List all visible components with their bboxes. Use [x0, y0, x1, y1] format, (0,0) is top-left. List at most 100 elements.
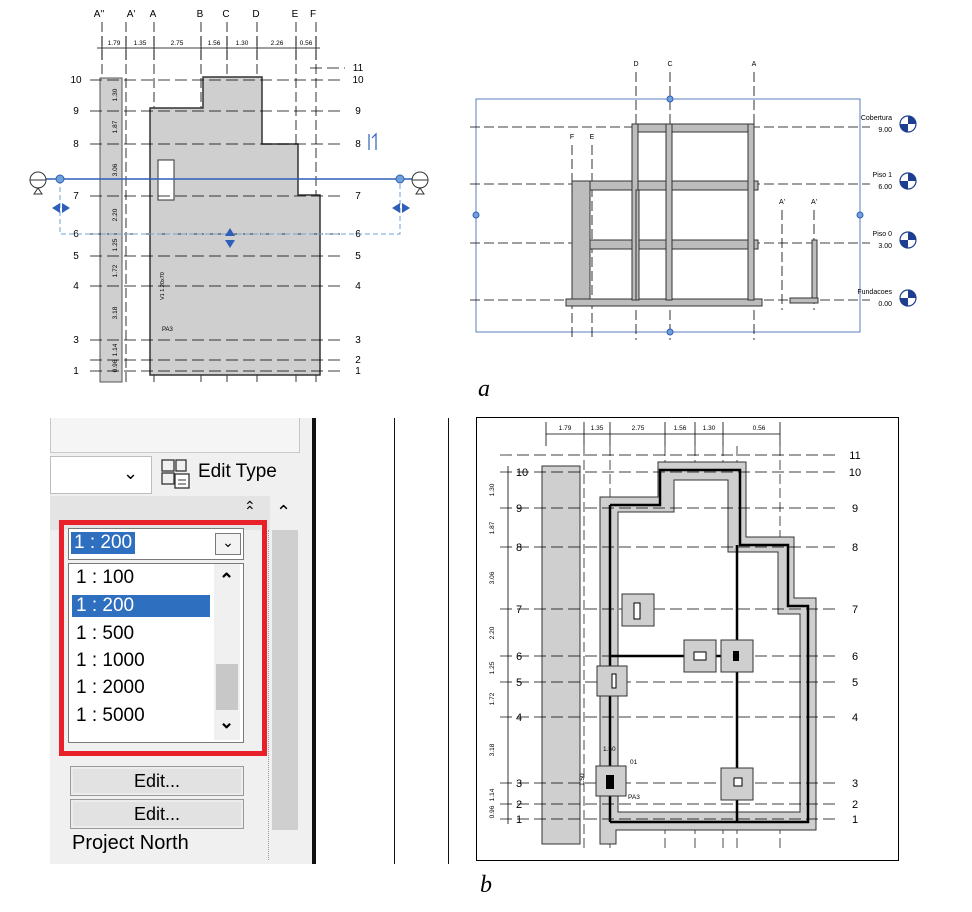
- dim-label: 2.20: [489, 626, 496, 639]
- grid-row-label: 10: [70, 75, 82, 86]
- edit-type-icon: [161, 459, 190, 489]
- grid-row-label: 10: [849, 467, 861, 479]
- level-name: Fundacoes: [857, 289, 892, 296]
- dim-label: 1.35: [591, 425, 604, 432]
- level-marker-icon: [899, 115, 917, 133]
- dim-label: 1.14: [112, 343, 119, 356]
- scroll-up-icon[interactable]: ⌃: [219, 570, 235, 590]
- grid-col-label: D: [252, 9, 259, 20]
- combo-dropdown-button[interactable]: ⌄: [215, 533, 241, 555]
- edit-type-button[interactable]: Edit Type: [158, 456, 308, 492]
- drag-arrow-icon[interactable]: [225, 228, 235, 248]
- grid-row-label: 8: [852, 542, 858, 554]
- grid-row-label: 6: [852, 651, 858, 663]
- list-scrollbar[interactable]: ⌃ ⌄: [214, 564, 240, 740]
- section-view-a: D C A F E A' A' Cobertura 9.00 Piso 1: [470, 61, 917, 340]
- dim-label: 1.35: [134, 40, 147, 47]
- level-marker-icon: [899, 231, 917, 249]
- scale-option[interactable]: 1 : 5000: [76, 705, 145, 726]
- grid-row-label: 6: [516, 651, 522, 663]
- grid-col-label: A: [752, 61, 757, 68]
- grid-row-label: 11: [849, 450, 860, 462]
- grid-row-label: 8: [73, 139, 79, 150]
- scale-option[interactable]: 1 : 100: [76, 567, 135, 588]
- scale-combo-value: 1 : 200: [71, 532, 136, 554]
- dim-label: 1.56: [674, 425, 687, 432]
- dim-label: 3.18: [112, 306, 119, 319]
- scale-combo[interactable]: 1 : 200 ⌄: [68, 528, 244, 560]
- grid-row-label: 3: [73, 335, 79, 346]
- dim-label: 0.56: [300, 40, 313, 47]
- grid-col-label: F: [310, 9, 316, 20]
- dim-label: 1.25: [489, 661, 496, 674]
- dim-label: 0.96: [112, 359, 119, 372]
- grid-row-label: 10: [516, 467, 528, 479]
- collapse-icon[interactable]: ⌃⌃: [244, 498, 256, 519]
- panel-scrollbar[interactable]: [272, 530, 298, 830]
- grid-col-label: D: [633, 61, 638, 68]
- dim-label: 0.56: [753, 425, 766, 432]
- chevron-down-icon: ⌄: [123, 463, 139, 483]
- grid-row-label: 1: [516, 814, 522, 826]
- level-elev: 3.00: [878, 243, 892, 250]
- caption-b: b: [480, 872, 492, 898]
- section-head-icon[interactable]: [411, 171, 429, 195]
- flip-arrows-icon[interactable]: [52, 203, 410, 213]
- grid-row-label: 11: [353, 63, 364, 74]
- edit-button-2[interactable]: Edit...: [70, 799, 244, 829]
- dim-label: 2.75: [171, 40, 184, 47]
- dim-label: 1.30: [489, 483, 496, 496]
- scale-option[interactable]: 1 : 1000: [76, 650, 145, 671]
- dim-label: 1.72: [489, 692, 496, 705]
- dim-label: 1.56: [208, 40, 221, 47]
- grid-row-label: 7: [516, 604, 522, 616]
- dim-label: 1.79: [108, 40, 121, 47]
- footing-dim: 1.50: [579, 773, 586, 786]
- grid-row-label: 4: [73, 281, 79, 292]
- footing-tag: PA3: [628, 794, 640, 801]
- dim-label: 3.06: [489, 571, 496, 584]
- dim-label: 3.18: [489, 743, 496, 756]
- level-elev: 9.00: [878, 127, 892, 134]
- grid-col-label: A: [150, 9, 157, 20]
- grid-row-label: 8: [516, 542, 522, 554]
- grid-row-label: 6: [73, 229, 79, 240]
- grid-row-label: 5: [852, 677, 858, 689]
- dim-label: 1.25: [112, 238, 119, 251]
- scroll-up-icon[interactable]: ⌃: [276, 502, 292, 522]
- chevron-down-icon: ⌄: [222, 534, 234, 550]
- grid-row-label: 9: [516, 503, 522, 515]
- highlight-box: [59, 520, 267, 756]
- floor-plan-a: A'' A' A B C D E F 1.79 1.35 2.75 1.56 1…: [29, 9, 429, 385]
- grid-row-label: 4: [852, 712, 858, 724]
- grid-col-label: A': [127, 9, 136, 20]
- edit-type-label: Edit Type: [198, 461, 277, 482]
- scroll-down-icon[interactable]: ⌄: [219, 712, 235, 732]
- flip-orientation-icon[interactable]: [368, 132, 377, 150]
- grid-row-label: 3: [355, 335, 361, 346]
- type-selector[interactable]: ⌄: [50, 456, 152, 494]
- grid-row-label: 1: [73, 366, 79, 377]
- scroll-thumb[interactable]: [216, 664, 238, 710]
- grid-row-label: 3: [516, 778, 522, 790]
- level-elev: 0.00: [878, 301, 892, 308]
- grid-col-label: A'': [94, 9, 105, 20]
- grid-row-label: 7: [355, 191, 361, 202]
- footing-tag: PA3: [162, 327, 174, 333]
- scale-option[interactable]: 1 : 200: [71, 594, 211, 618]
- scale-option[interactable]: 1 : 2000: [76, 677, 145, 698]
- dim-label: 3.06: [112, 163, 119, 176]
- divider: [394, 418, 395, 864]
- divider: [312, 418, 316, 864]
- grid-col-label: C: [222, 9, 229, 20]
- dim-label: 1.30: [236, 40, 249, 47]
- grid-col-label: A': [811, 199, 817, 206]
- wall-tag: V1 1.20x70: [160, 272, 166, 300]
- dim-label: 1.87: [112, 120, 119, 133]
- grid-row-label: 5: [355, 251, 361, 262]
- property-grid-lines: [50, 530, 269, 860]
- section-head-icon[interactable]: [29, 171, 47, 195]
- grid-row-label: 2: [516, 799, 522, 811]
- edit-button-1[interactable]: Edit...: [70, 766, 244, 796]
- scale-option[interactable]: 1 : 500: [76, 623, 135, 644]
